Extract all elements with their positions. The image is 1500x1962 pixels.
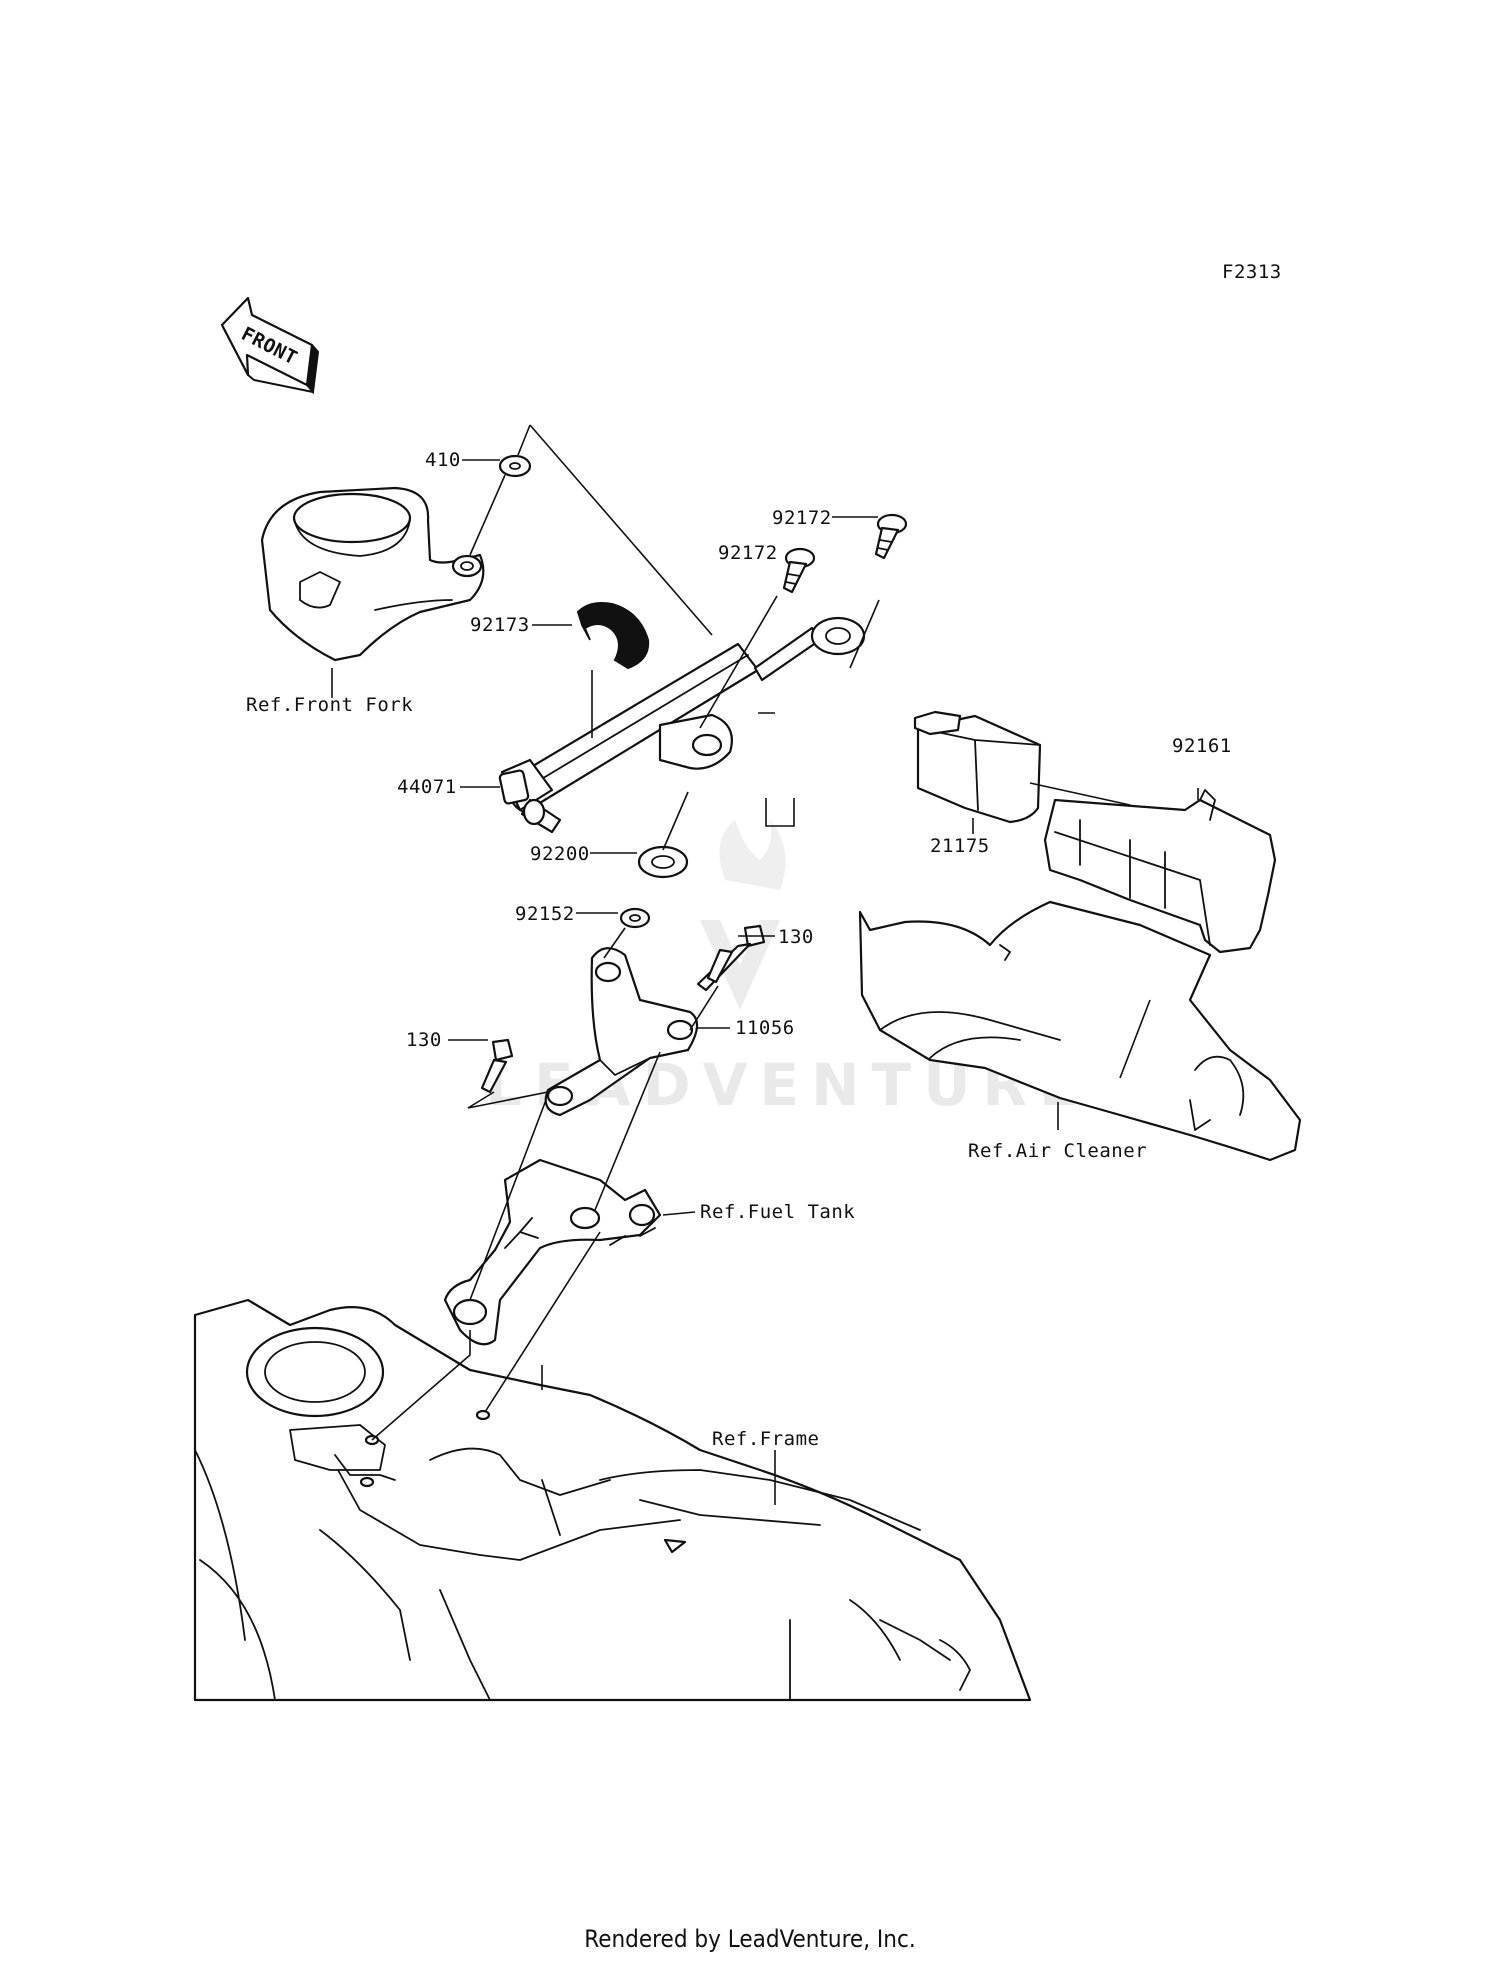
- callout-410: 410: [425, 449, 461, 471]
- frame: [193, 1298, 1032, 1702]
- callout-44071: 44071: [397, 776, 457, 798]
- diagram-id: F2313: [1222, 261, 1282, 283]
- front-fork-clamp: [260, 486, 485, 662]
- bolt-92172-left: [782, 547, 816, 594]
- bracket-11056: [544, 947, 699, 1117]
- bolt-130-left: [480, 1038, 514, 1094]
- callout-92152: 92152: [515, 903, 575, 925]
- ecu-21175: [913, 710, 1042, 824]
- cover-92161: [1043, 789, 1277, 954]
- ref-fuel-tank: Ref.Fuel Tank: [700, 1201, 855, 1223]
- washer-92152: [619, 907, 651, 929]
- callout-130-left: 130: [406, 1029, 442, 1051]
- leader-lines: [331, 424, 1199, 1505]
- ref-frame: Ref.Frame: [712, 1428, 819, 1450]
- ref-front-fork: Ref.Front Fork: [246, 694, 413, 716]
- ref-air-cleaner: Ref.Air Cleaner: [968, 1140, 1147, 1162]
- callout-92200: 92200: [530, 843, 590, 865]
- air-cleaner-housing: [858, 900, 1302, 1162]
- callout-92172-left: 92172: [718, 542, 778, 564]
- bolt-92172-right: [874, 513, 908, 560]
- callout-92173: 92173: [470, 614, 530, 636]
- bolt-130-right: [696, 924, 766, 992]
- washer-92200: [637, 845, 689, 879]
- callout-130-right: 130: [778, 926, 814, 948]
- washer-410: [498, 454, 532, 478]
- callout-11056: 11056: [735, 1017, 795, 1039]
- callout-21175: 21175: [930, 835, 990, 857]
- clamp-92173: [576, 602, 650, 670]
- front-arrow-icon: FRONT: [220, 296, 320, 395]
- footer-credit: Rendered by LeadVenture, Inc.: [584, 1925, 916, 1953]
- callout-92161: 92161: [1172, 735, 1232, 757]
- steering-damper: [498, 616, 866, 834]
- callout-92172-right: 92172: [772, 507, 832, 529]
- fuel-tank-bracket: [443, 1158, 662, 1346]
